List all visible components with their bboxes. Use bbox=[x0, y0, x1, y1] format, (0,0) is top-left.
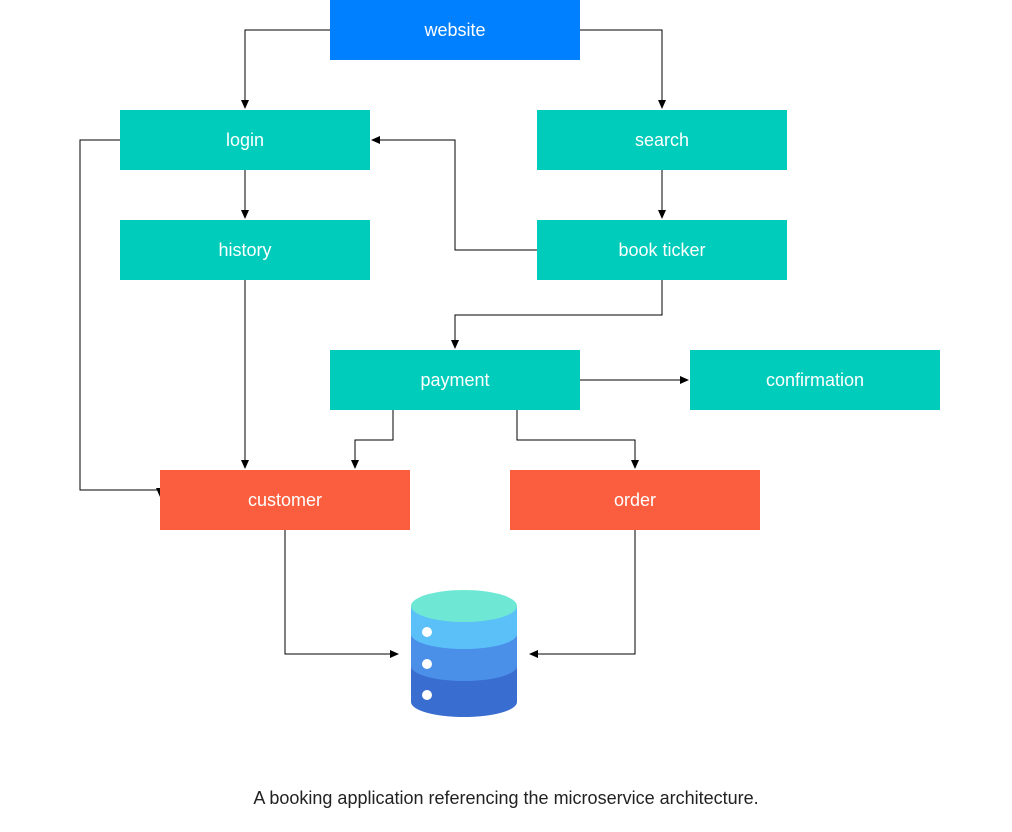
book-ticker-node[interactable]: book ticker bbox=[537, 220, 787, 280]
architecture-diagram: website login search history book ticker… bbox=[79, 0, 940, 720]
order-label: order bbox=[613, 489, 657, 510]
database-icon[interactable] bbox=[409, 588, 519, 720]
edge-book-ticker-login bbox=[371, 136, 537, 251]
website-label: website bbox=[424, 19, 486, 40]
login-label: login bbox=[225, 129, 265, 150]
website-node[interactable]: website bbox=[330, 0, 580, 60]
customer-node[interactable]: customer bbox=[160, 470, 410, 530]
database-light-2 bbox=[422, 659, 432, 669]
edge-payment-customer bbox=[351, 410, 394, 469]
customer-label: customer bbox=[247, 489, 323, 510]
book-ticker-label: book ticker bbox=[618, 239, 706, 260]
payment-node[interactable]: payment bbox=[330, 350, 580, 410]
edge-payment-order bbox=[516, 410, 639, 469]
edge-order-database bbox=[529, 530, 636, 658]
edges-layer bbox=[79, 29, 689, 658]
diagram-caption: A booking application referencing the mi… bbox=[253, 788, 759, 808]
login-node[interactable]: login bbox=[120, 110, 370, 170]
history-label: history bbox=[218, 239, 272, 260]
edge-book-ticker-payment bbox=[451, 280, 663, 349]
edge-login-customer bbox=[79, 139, 164, 497]
search-label: search bbox=[634, 129, 690, 150]
order-node[interactable]: order bbox=[510, 470, 760, 530]
history-node[interactable]: history bbox=[120, 220, 370, 280]
edge-customer-database bbox=[284, 530, 399, 658]
database-light-3 bbox=[422, 690, 432, 700]
search-node[interactable]: search bbox=[537, 110, 787, 170]
edge-website-search bbox=[580, 29, 666, 109]
payment-label: payment bbox=[420, 369, 490, 390]
edge-website-login bbox=[241, 29, 330, 109]
confirmation-label: confirmation bbox=[765, 369, 865, 390]
database-lid bbox=[411, 590, 517, 622]
database-light-1 bbox=[422, 627, 432, 637]
confirmation-node[interactable]: confirmation bbox=[690, 350, 940, 410]
